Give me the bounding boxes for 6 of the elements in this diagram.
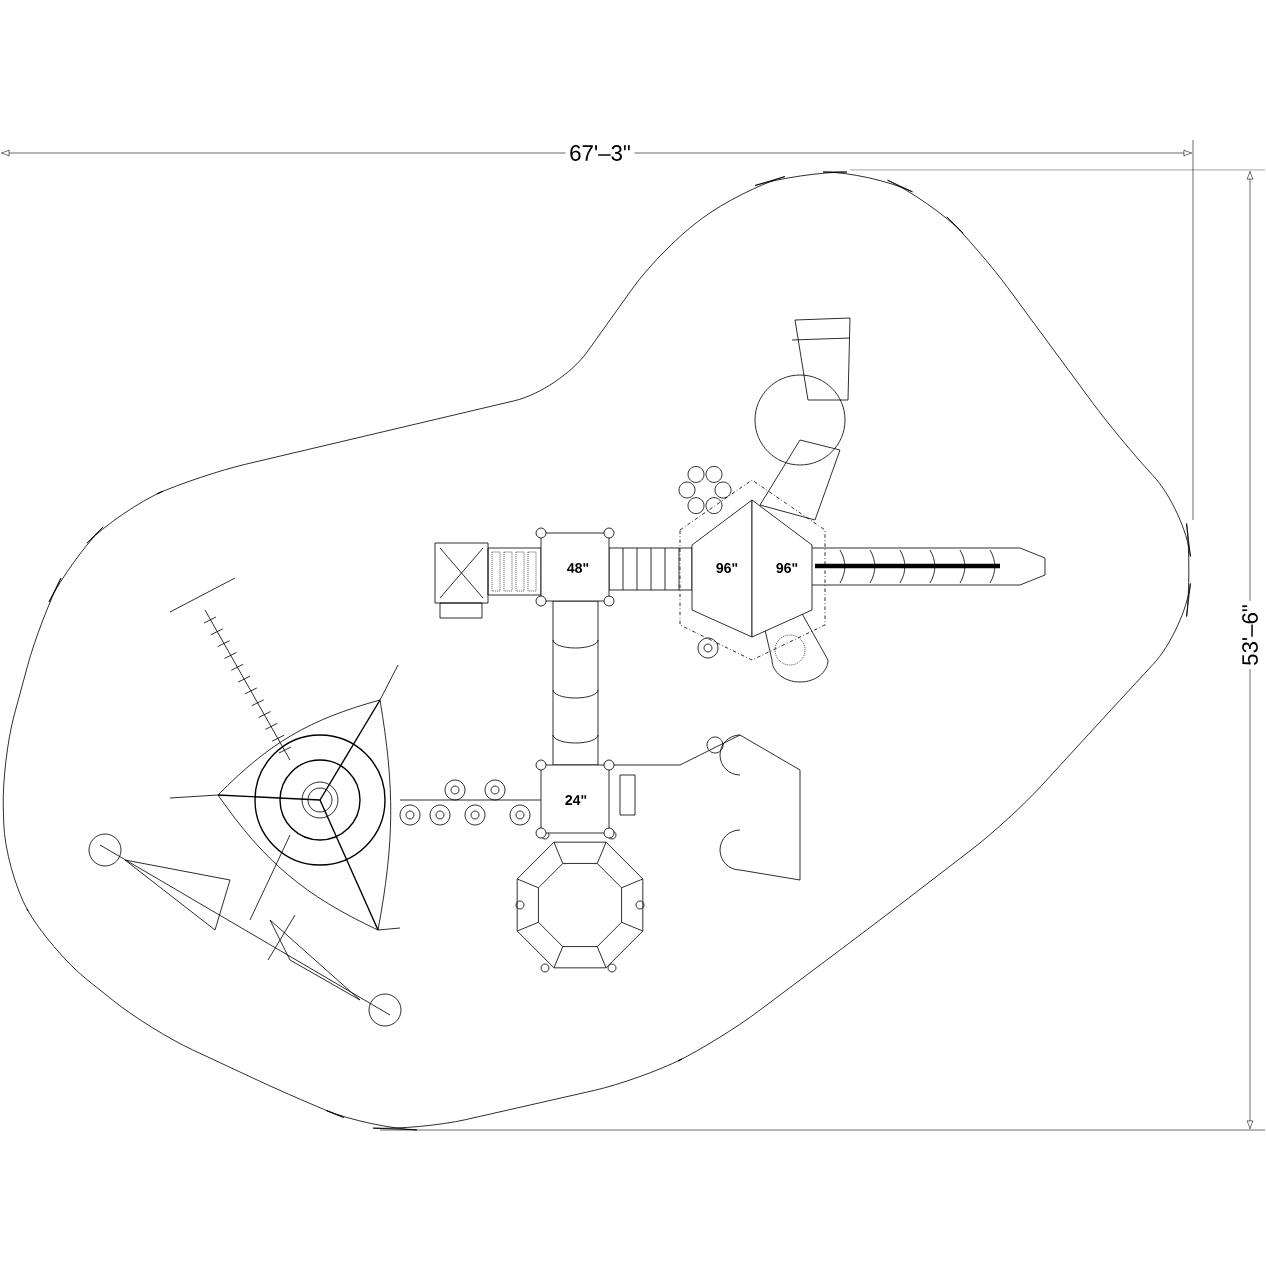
deck-platform: 24"	[535, 759, 615, 839]
dimension-label: 67'–3"	[565, 141, 635, 165]
deck-platform: 96"	[691, 499, 753, 638]
deck-platform: 96"	[751, 499, 813, 638]
deck-platform: 48"	[535, 527, 615, 607]
dimension-label: 53'–6"	[1238, 600, 1262, 670]
